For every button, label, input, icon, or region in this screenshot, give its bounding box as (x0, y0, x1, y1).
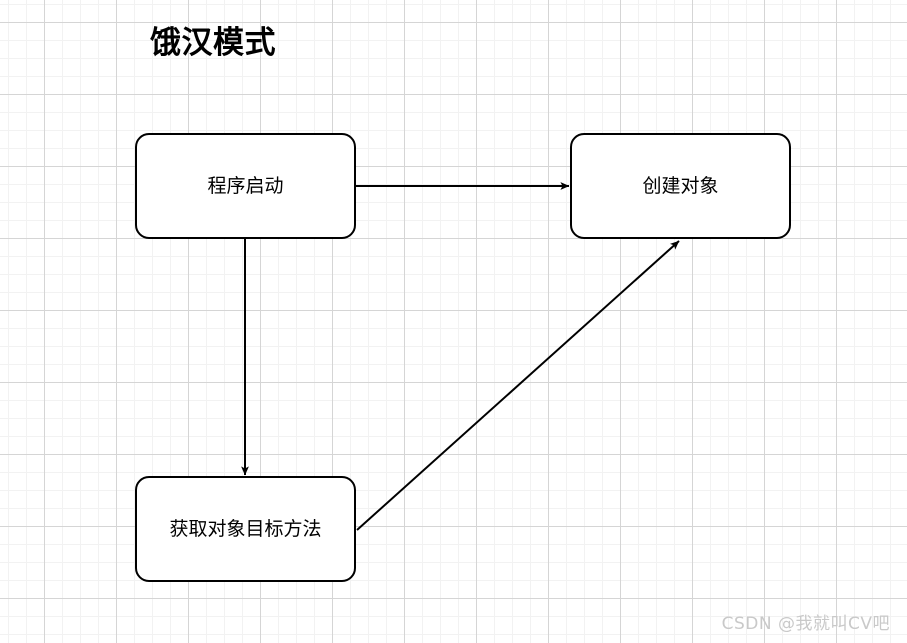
node-label: 获取对象目标方法 (169, 517, 322, 540)
edge-getobj-to-create (356, 240, 680, 531)
page-title: 饿汉模式 (150, 25, 276, 61)
node-program-start[interactable]: 程序启动 (135, 133, 356, 239)
node-create-object[interactable]: 创建对象 (570, 133, 791, 239)
node-label: 创建对象 (642, 174, 719, 197)
node-get-object-target-method[interactable]: 获取对象目标方法 (135, 476, 356, 582)
edge-line (356, 240, 680, 531)
node-label: 程序启动 (207, 174, 284, 197)
watermark: CSDN @我就叫CV吧 (721, 614, 890, 634)
